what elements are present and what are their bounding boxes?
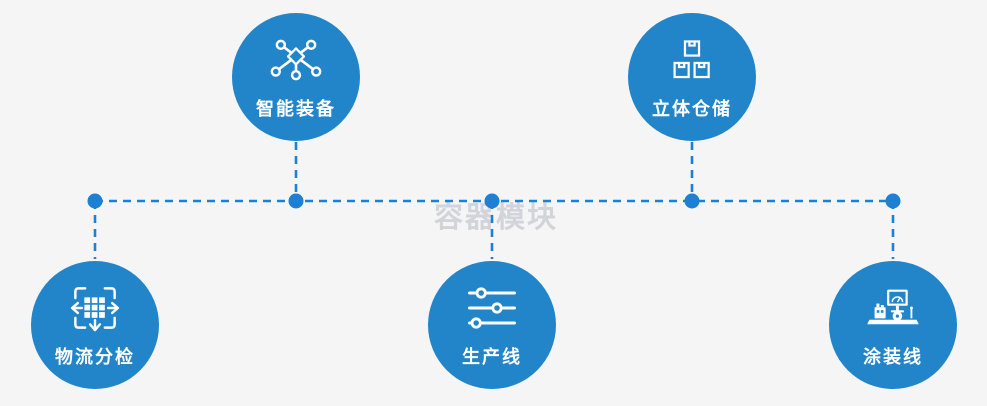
node-label: 涂装线: [863, 347, 923, 367]
node-stereo-warehouse[interactable]: 立体仓储: [628, 13, 756, 141]
junction-dot: [684, 193, 700, 209]
junction-dot: [288, 193, 304, 209]
node-label: 生产线: [462, 347, 522, 367]
network-nodes-icon: [270, 31, 322, 89]
node-smart-equipment[interactable]: 智能装备: [232, 13, 360, 141]
sorting-dispatch-icon: [68, 279, 122, 337]
stacked-boxes-icon: [669, 31, 715, 89]
node-label: 立体仓储: [652, 99, 732, 119]
node-label: 智能装备: [256, 99, 336, 119]
coating-machine-icon: [865, 279, 921, 337]
watermark-text: 容器模块: [434, 202, 559, 234]
junction-dot: [87, 193, 103, 209]
node-production-line[interactable]: 生产线: [428, 261, 556, 389]
sliders-icon: [467, 279, 517, 337]
junction-dot: [885, 193, 901, 209]
node-label: 物流分检: [55, 347, 135, 367]
node-logistics-sorting[interactable]: 物流分检: [31, 261, 159, 389]
node-coating-line[interactable]: 涂装线: [829, 261, 957, 389]
